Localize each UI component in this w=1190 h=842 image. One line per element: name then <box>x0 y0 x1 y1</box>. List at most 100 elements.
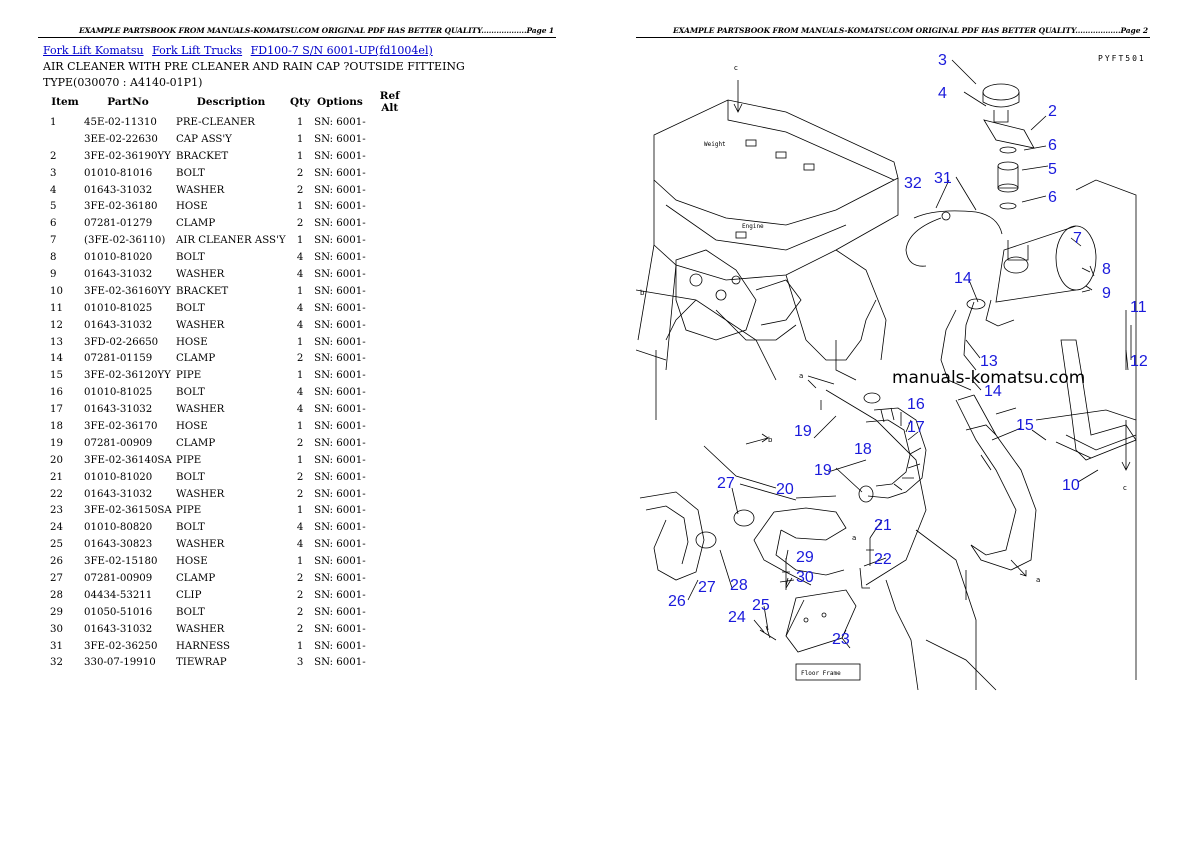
ref-letter: c <box>1123 484 1127 492</box>
cell-description: CAP ASS'Y <box>176 133 232 145</box>
cell-qty: 4 <box>296 302 304 314</box>
cell-item: 2 <box>50 150 57 162</box>
cell-qty: 1 <box>296 505 304 517</box>
cell-ref-alt <box>368 215 412 232</box>
header-rule-right <box>636 37 1150 38</box>
callout-number: 29 <box>796 549 814 566</box>
column-header-options: Options <box>316 96 363 108</box>
cell-item: 4 <box>50 184 57 196</box>
cell-ref-alt <box>368 131 412 148</box>
cell-qty: 1 <box>296 201 304 213</box>
cell-ref-alt <box>368 553 412 570</box>
column-header-ref-alt: Ref Alt <box>379 90 400 114</box>
ref-letter: a <box>1036 576 1040 584</box>
cell-options: SN: 6001- <box>314 420 366 432</box>
cell-qty: 2 <box>296 589 304 601</box>
cell-description: PRE-CLEANER <box>176 116 255 128</box>
callout-number: 19 <box>814 462 832 479</box>
cell-partno: (3FE-02-36110) <box>84 235 166 247</box>
cell-partno: 01010-81025 <box>84 302 153 314</box>
cell-options: SN: 6001- <box>314 539 366 551</box>
cell-qty: 1 <box>296 285 304 297</box>
cell-description: HOSE <box>176 420 208 432</box>
cell-ref-alt <box>368 469 412 486</box>
cell-partno: 01050-51016 <box>84 606 153 618</box>
cell-description: PIPE <box>176 370 202 382</box>
cell-options: SN: 6001- <box>314 471 366 483</box>
cell-qty: 2 <box>296 623 304 635</box>
cell-description: HOSE <box>176 201 208 213</box>
cell-qty: 2 <box>296 353 304 365</box>
callout-number: 10 <box>1062 477 1080 494</box>
cell-description: BRACKET <box>176 285 229 297</box>
callout-number: 20 <box>776 481 794 498</box>
cell-ref-alt <box>368 638 412 655</box>
cell-ref-alt <box>368 435 412 452</box>
cell-description: TIEWRAP <box>176 657 227 669</box>
cell-ref-alt <box>368 452 412 469</box>
cell-partno: 07281-00909 <box>84 572 153 584</box>
cell-partno: 3FE-02-15180 <box>84 556 158 568</box>
callout-number: 23 <box>832 631 850 648</box>
cell-options: SN: 6001- <box>314 640 366 652</box>
cell-item: 11 <box>50 302 63 314</box>
page-header-right: EXAMPLE PARTSBOOK FROM MANUALS-KOMATSU.C… <box>673 26 1148 35</box>
cell-partno: 3FE-02-36120YY <box>84 370 171 382</box>
cell-description: WASHER <box>176 539 225 551</box>
cell-partno: 3FE-02-36150SA <box>84 505 172 517</box>
cell-item: 12 <box>50 319 63 331</box>
cell-qty: 2 <box>296 471 304 483</box>
cell-ref-alt <box>368 401 412 418</box>
ref-letter: a <box>852 534 856 542</box>
cell-item: 23 <box>50 505 63 517</box>
breadcrumb-link-brand[interactable]: Fork Lift Komatsu <box>43 44 144 57</box>
cell-description: BOLT <box>176 252 205 264</box>
cell-ref-alt <box>368 249 412 266</box>
cell-description: CLAMP <box>176 572 216 584</box>
cell-ref-alt <box>368 536 412 553</box>
column-header-item: Item <box>51 96 79 108</box>
cell-options: SN: 6001- <box>314 522 366 534</box>
cell-options: SN: 6001- <box>314 387 366 399</box>
cell-qty: 2 <box>296 488 304 500</box>
cell-item: 6 <box>50 218 57 230</box>
cell-options: SN: 6001- <box>314 657 366 669</box>
breadcrumb-link-model[interactable]: FD100-7 S/N 6001-UP(fd1004el) <box>250 44 433 57</box>
cell-ref-alt <box>368 350 412 367</box>
cell-options: SN: 6001- <box>314 252 366 264</box>
ref-letter: b <box>640 289 645 297</box>
cell-qty: 2 <box>296 572 304 584</box>
cell-partno: 04434-53211 <box>84 589 153 601</box>
cell-item: 5 <box>50 201 57 213</box>
cell-partno: 01643-31032 <box>84 488 153 500</box>
cell-qty: 2 <box>296 437 304 449</box>
callout-number: 16 <box>907 396 925 413</box>
cell-qty: 1 <box>296 116 304 128</box>
cell-partno: 01643-30823 <box>84 539 153 551</box>
page-header-left: EXAMPLE PARTSBOOK FROM MANUALS-KOMATSU.C… <box>79 26 554 35</box>
cell-options: SN: 6001- <box>314 167 366 179</box>
cell-partno: 07281-01279 <box>84 218 153 230</box>
cell-options: SN: 6001- <box>314 150 366 162</box>
cell-item: 31 <box>50 640 63 652</box>
cell-ref-alt <box>368 148 412 165</box>
cell-description: HOSE <box>176 336 208 348</box>
breadcrumb-link-category[interactable]: Fork Lift Trucks <box>152 44 243 57</box>
cell-description: PIPE <box>176 454 202 466</box>
cell-qty: 4 <box>296 539 304 551</box>
cell-options: SN: 6001- <box>314 353 366 365</box>
cell-description: BOLT <box>176 522 205 534</box>
cell-description: WASHER <box>176 268 225 280</box>
cell-partno: 01643-31032 <box>84 184 153 196</box>
